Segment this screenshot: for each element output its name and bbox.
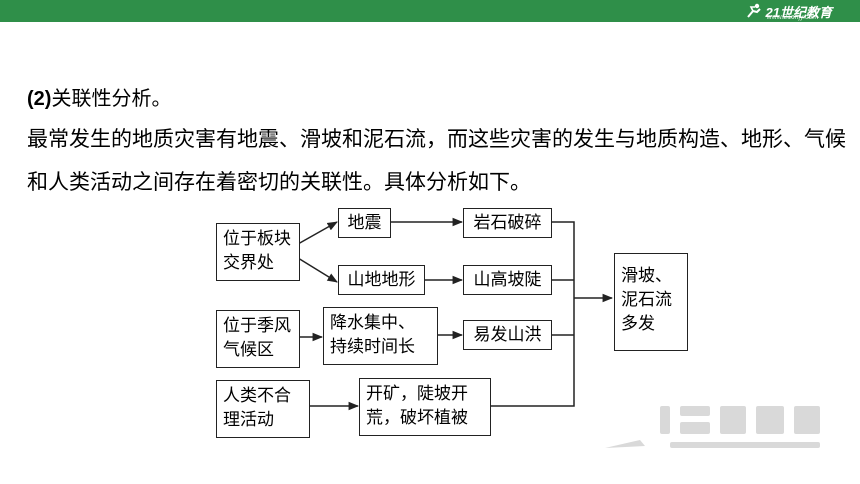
mid-mining-deforestation: 开矿，陡坡开 荒，破坏植被	[359, 378, 491, 436]
heading-text: 关联性分析。	[51, 86, 172, 110]
arrow-plate-to-mountain	[297, 257, 338, 283]
brand-logo: 21世纪教育 www.21cnjy.com	[745, 2, 832, 21]
cause-plate-boundary: 位于板块 交界处	[216, 223, 300, 281]
collector-line	[490, 221, 575, 407]
effect-high-steep: 山高坡陡	[463, 265, 552, 295]
mid-concentrated-rain: 降水集中、 持续时间长	[323, 307, 438, 365]
result-landslide-debris: 滑坡、 泥石流 多发	[614, 253, 688, 351]
effect-rock-broken: 岩石破碎	[463, 208, 552, 238]
runner-logo-icon	[746, 3, 761, 18]
mid-earthquake: 地震	[338, 208, 391, 238]
watermark-logo-icon	[605, 406, 820, 448]
header-bar: 21世纪教育 www.21cnjy.com	[0, 0, 860, 22]
section-heading: (2)关联性分析。	[27, 82, 171, 111]
cause-human-activity: 人类不合 理活动	[216, 380, 310, 438]
logo-url: www.21cnjy.com	[766, 14, 819, 21]
effect-flash-flood: 易发山洪	[463, 320, 552, 350]
heading-number: (2)	[27, 88, 52, 110]
mid-mountain-terrain: 山地地形	[338, 265, 425, 295]
logo-text: 21世纪教育	[765, 4, 832, 20]
cause-monsoon: 位于季风 气候区	[216, 310, 300, 368]
arrow-plate-to-earthquake	[297, 221, 338, 245]
intro-paragraph: 最常发生的地质灾害有地震、滑坡和泥石流，而这些灾害的发生与地质构造、地形、气候和…	[27, 127, 846, 194]
